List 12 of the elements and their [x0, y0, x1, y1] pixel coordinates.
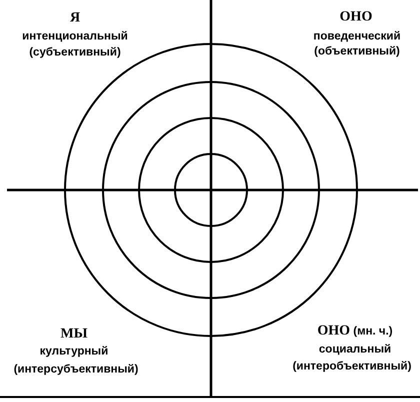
quadrant-note: (объективный) [314, 46, 400, 58]
quadrant-note: (субъективный) [29, 46, 121, 60]
quadrant-label: поведенческий [313, 30, 401, 44]
quadrant-label: социальный [318, 344, 392, 356]
quadrant-heading: ОНО [340, 9, 372, 25]
quadrant-heading: ОНО (мн. ч.) [317, 323, 393, 339]
quadrant-heading: Я [70, 10, 80, 26]
quadrant-note: (интеробъективный) [292, 360, 412, 374]
quadrant-heading: МЫ [60, 326, 88, 342]
quadrant-label: интенциональный [22, 30, 128, 44]
quadrant-note: (интерсубъективный) [14, 364, 138, 376]
quadrant-label: культурный [40, 346, 108, 358]
